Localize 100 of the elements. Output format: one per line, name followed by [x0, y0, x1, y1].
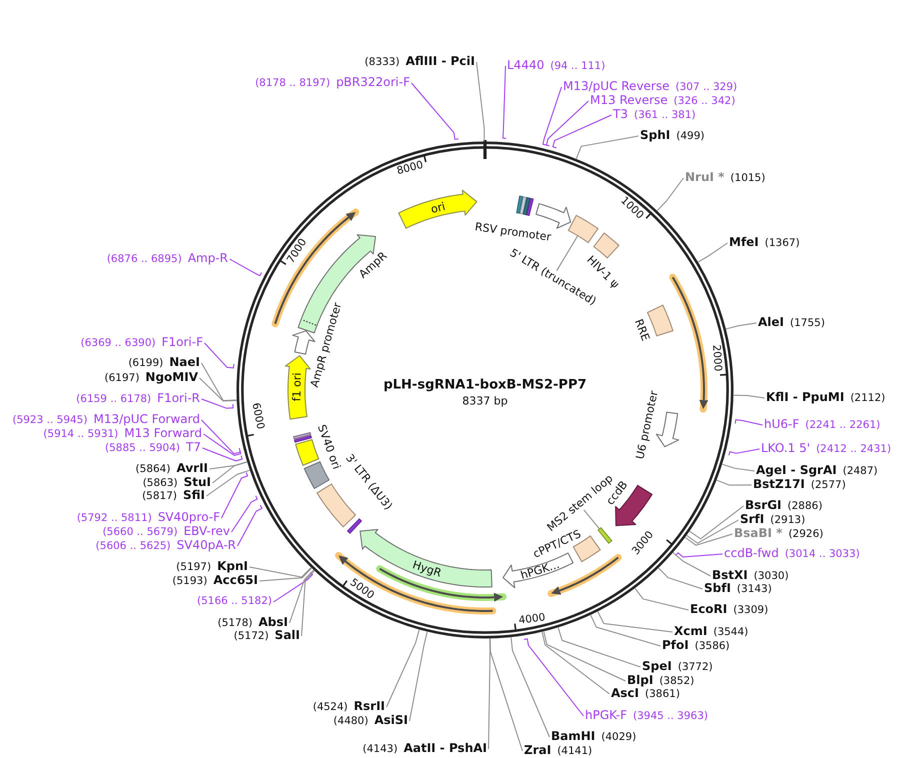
cut-position: (3772) [678, 660, 713, 674]
primer-name: pBR322ori-F [336, 75, 410, 89]
primer-name: ccdB-fwd [724, 546, 779, 560]
primer-range: (5792 .. 5811) [76, 511, 152, 525]
cut-position: (499) [676, 129, 704, 143]
feature-label: SV40 ori [314, 422, 344, 471]
primer-name: T7 [186, 440, 201, 454]
leader-line [558, 627, 641, 668]
cut-position: (3544) [713, 625, 748, 639]
leader-line [675, 552, 723, 558]
primer-name: hU6-F [764, 417, 800, 431]
primer-name: M13/pUC Forward [93, 412, 200, 426]
feature-bar [293, 434, 313, 444]
primer-name: LKO.1 5' [761, 441, 810, 455]
enzyme-name: KflI - PpuMI [766, 390, 844, 404]
plasmid-name: pLH-sgRNA1-boxB-MS2-PP7 [383, 378, 587, 392]
cut-position: (5817) [142, 489, 177, 503]
leader-line [259, 568, 312, 582]
leader-line [301, 570, 315, 636]
enzyme-name: AscI [611, 686, 640, 700]
primer-range: (5885 .. 5904) [105, 441, 180, 455]
enzyme-name: MfeI [729, 235, 759, 249]
leader-line [542, 86, 562, 146]
enzyme-name: EcoRI [690, 602, 728, 616]
cut-position: (2112) [850, 391, 886, 405]
enzyme-name: NruI * [685, 170, 724, 184]
cut-position: (3852) [659, 674, 694, 688]
primer-name: F1ori-R [157, 391, 200, 405]
leader-line [684, 534, 733, 546]
leader-line [634, 588, 689, 610]
leader-line [209, 461, 248, 470]
cut-position: (2926) [788, 527, 824, 541]
leader-line [411, 82, 459, 140]
enzyme-name: BamHI [551, 729, 596, 743]
cut-position: (1015) [730, 171, 766, 185]
primer-range: (5914 .. 5931) [43, 427, 118, 441]
enzyme-name: SpeI [642, 659, 672, 673]
leader-line [199, 378, 238, 402]
enzyme-name: BstZ17I [753, 477, 805, 491]
feature-label: ori [429, 199, 446, 216]
leader-line [728, 448, 760, 456]
cut-position: (2886) [788, 499, 822, 513]
primer-name: SV40pA-R [176, 538, 236, 552]
primer-name: SV40pro-F [158, 510, 220, 524]
primer-name: EBV-rev [184, 524, 230, 538]
primer-name: hPGK-F [585, 708, 627, 722]
enzyme-name: AleI [758, 315, 784, 329]
leader-line [542, 631, 610, 694]
directional-feature [284, 354, 312, 421]
leader-line [502, 66, 507, 139]
primer-range: (5606 .. 5625) [96, 539, 171, 553]
cut-position: (3586) [694, 639, 730, 653]
enzyme-name: AbsI [258, 615, 288, 629]
leader-line [597, 611, 673, 632]
cut-position: (4029) [601, 730, 636, 744]
leader-line [203, 434, 242, 456]
feature-bar [515, 195, 524, 215]
primer-range: (6876 .. 6895) [106, 252, 182, 266]
leader-line [204, 342, 234, 368]
primer-range: (361 .. 381) [634, 108, 696, 122]
enzyme-name: AgeI - SgrAI [756, 463, 837, 477]
enzyme-name: StuI [184, 475, 211, 489]
enzyme-name: RsrII [354, 699, 385, 713]
primer-range: (8178 .. 8197) [255, 76, 330, 90]
cut-position: (8333) [364, 55, 400, 69]
leader-line [206, 470, 250, 496]
primer-name: M13 Forward [124, 426, 202, 440]
enzyme-name: XcmI [674, 624, 708, 638]
leader-line [212, 461, 248, 484]
leader-line [543, 631, 626, 682]
primer-range: (3945 .. 3963) [632, 709, 708, 723]
primer-name: L4440 [507, 58, 544, 72]
scale-number: 2000 [710, 344, 724, 372]
leader-line [510, 636, 550, 738]
primer-range: (6159 .. 6178) [76, 392, 152, 406]
feature-label: AmpR promoter [308, 301, 344, 389]
feature-label: f1 ori [290, 372, 304, 402]
leader-line [231, 495, 258, 532]
cut-position: (1367) [764, 236, 800, 250]
enzyme-name: NgoMIV [145, 370, 198, 384]
leader-line [488, 638, 491, 750]
cut-position: (5193) [172, 574, 208, 588]
primer-range: (5923 .. 5945) [12, 413, 88, 427]
leader-line [201, 420, 241, 454]
leader-line [523, 638, 584, 716]
leader-line [556, 236, 578, 272]
enzyme-name: AflIII - PciI [406, 54, 475, 68]
leader-line [698, 242, 728, 263]
leader-line [656, 178, 684, 212]
leader-line [221, 472, 248, 518]
cut-position: (6197) [104, 371, 140, 385]
cut-position: (4480) [333, 714, 368, 728]
leader-line [583, 510, 600, 529]
leader-line [201, 398, 234, 409]
enzyme-name: Acc65I [213, 573, 258, 587]
leader-line [658, 567, 703, 590]
primer-range: (3014 .. 3033) [784, 547, 860, 561]
cut-position: (3309) [733, 603, 768, 617]
leader-line [289, 570, 314, 624]
primer-range: (2241 .. 2261) [805, 418, 880, 432]
